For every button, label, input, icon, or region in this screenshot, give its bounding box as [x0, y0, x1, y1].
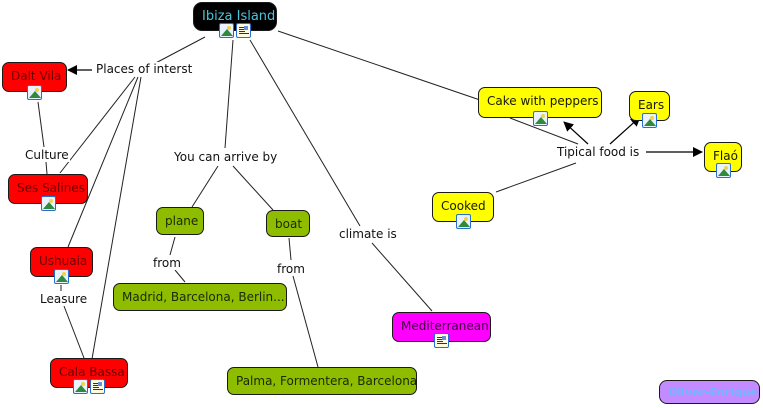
link-ibiza-food: [277, 30, 481, 101]
node-label: Cake with peppers: [487, 94, 599, 108]
link-food-cooked: [495, 162, 577, 193]
cake-icons: [478, 111, 602, 126]
node-ibiza-island[interactable]: Ibiza Island: [193, 2, 277, 31]
image-icon[interactable]: [73, 379, 88, 394]
flao-icons: [704, 163, 742, 178]
node-boat[interactable]: boat: [266, 210, 310, 237]
link-cake-food: [509, 117, 579, 145]
node-label: boat: [275, 217, 303, 231]
node-label: Ibiza Island: [202, 9, 276, 24]
document-icon[interactable]: [90, 379, 105, 394]
link-label-places[interactable]: Places of interst: [95, 62, 194, 76]
node-dalt-vila[interactable]: Dalt Vila: [2, 62, 67, 92]
document-icon[interactable]: [434, 333, 449, 348]
node-plane[interactable]: plane: [156, 207, 204, 235]
cala-bassa-icons: [50, 379, 128, 394]
link-culture-ses-salines: [45, 161, 48, 175]
link-food-ears: [609, 116, 641, 145]
link-arrive-boat: [232, 165, 274, 211]
node-madrid[interactable]: Madrid, Barcelona, Berlin...: [113, 283, 287, 311]
image-icon[interactable]: [219, 23, 234, 38]
image-icon[interactable]: [54, 269, 69, 284]
node-label: Oliver-Enrique: [668, 386, 758, 399]
node-label: Ears: [638, 98, 665, 112]
node-label: Dalt Vila: [11, 69, 62, 83]
image-icon[interactable]: [532, 111, 548, 126]
image-icon[interactable]: [27, 85, 42, 100]
node-label: Ushuaia: [39, 254, 88, 268]
mediterranean-icons: [392, 333, 491, 348]
link-places-cala-bassa-2: [100, 77, 129, 358]
link-label-culture[interactable]: Culture: [24, 148, 70, 162]
link-arrive-plane: [191, 165, 219, 208]
node-label: Palma, Formentera, Barcelona: [236, 374, 418, 388]
link-food-cake: [563, 121, 589, 145]
link-label-from-boat[interactable]: from: [276, 262, 306, 276]
link-label-climate[interactable]: climate is: [338, 227, 398, 241]
link-label-arrive[interactable]: You can arrive by: [173, 150, 279, 164]
node-mediterranean[interactable]: Mediterranean: [392, 312, 491, 342]
ushuaia-icons: [30, 269, 93, 284]
link-from-palma: [292, 275, 319, 368]
node-label: Cala Bassa: [59, 365, 125, 379]
link-places-ushuaia: [67, 76, 139, 248]
link-from-madrid: [174, 269, 186, 283]
node-label: plane: [165, 214, 199, 228]
node-ears[interactable]: Ears: [629, 91, 670, 121]
node-cala-bassa[interactable]: Cala Bassa: [50, 358, 128, 388]
link-ibiza-places: [149, 36, 206, 67]
link-climate-mediterranean: [371, 242, 433, 312]
link-boat-from: [288, 237, 292, 261]
image-icon[interactable]: [715, 163, 731, 178]
node-label: Madrid, Barcelona, Berlin...: [122, 290, 285, 304]
link-places-ses-salines: [59, 76, 136, 174]
dalt-vila-icons: [2, 85, 67, 100]
link-label-leasure[interactable]: Leasure: [39, 292, 89, 306]
image-icon[interactable]: [455, 214, 471, 229]
link-ibiza-climate: [249, 39, 361, 227]
node-palma[interactable]: Palma, Formentera, Barcelona: [227, 367, 417, 395]
ears-icons: [629, 113, 670, 128]
image-icon[interactable]: [40, 196, 56, 211]
link-dalt-vila-culture: [37, 101, 45, 148]
link-ibiza-arrive: [224, 39, 234, 149]
document-icon[interactable]: [236, 23, 251, 38]
link-places-cala-bassa: [91, 76, 142, 360]
ses-salines-icons: [8, 196, 88, 211]
link-leasure-cala-bassa: [63, 305, 85, 359]
node-label: Ses Salines: [17, 181, 85, 195]
link-label-from-plane[interactable]: from: [152, 256, 182, 270]
cooked-icons: [432, 214, 494, 229]
node-label: Flaó: [713, 149, 738, 163]
image-icon[interactable]: [642, 113, 657, 128]
ibiza-icons: [193, 23, 277, 38]
node-author[interactable]: Oliver-Enrique: [659, 380, 760, 404]
node-label: Mediterranean: [401, 319, 489, 333]
link-label-food[interactable]: Tipical food is: [556, 145, 641, 159]
link-plane-from: [169, 236, 176, 256]
node-label: Cooked: [441, 199, 486, 213]
